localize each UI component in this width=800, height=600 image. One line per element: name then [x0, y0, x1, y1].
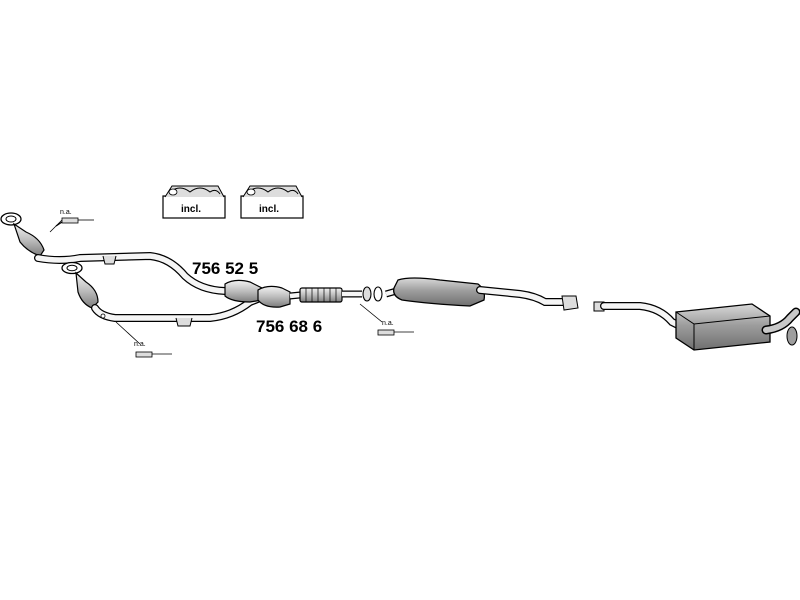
- clamp-badge-label: incl.: [259, 204, 279, 215]
- part-number-lower: 756 68 6: [256, 317, 322, 336]
- middle-muffler: [385, 277, 579, 311]
- oxygen-sensor-1: n.a.: [49, 209, 94, 233]
- oxygen-sensor-2: n.a.: [115, 321, 172, 358]
- part-number-upper: 756 52 5: [192, 259, 258, 278]
- sensor-label: n.a.: [382, 320, 394, 327]
- clamp-badge: incl.: [240, 185, 304, 219]
- rear-muffler: [593, 301, 800, 351]
- sensor-label: n.a.: [60, 209, 72, 216]
- clamp-badge-label: incl.: [181, 204, 201, 215]
- clamp-badge: incl.: [162, 185, 226, 219]
- sensor-label: n.a.: [134, 341, 146, 348]
- oxygen-sensor-3: n.a.: [359, 303, 414, 336]
- center-catalytic-converter: [224, 279, 383, 308]
- front-pipe-lower: [61, 261, 269, 327]
- front-pipe-upper: [0, 212, 229, 295]
